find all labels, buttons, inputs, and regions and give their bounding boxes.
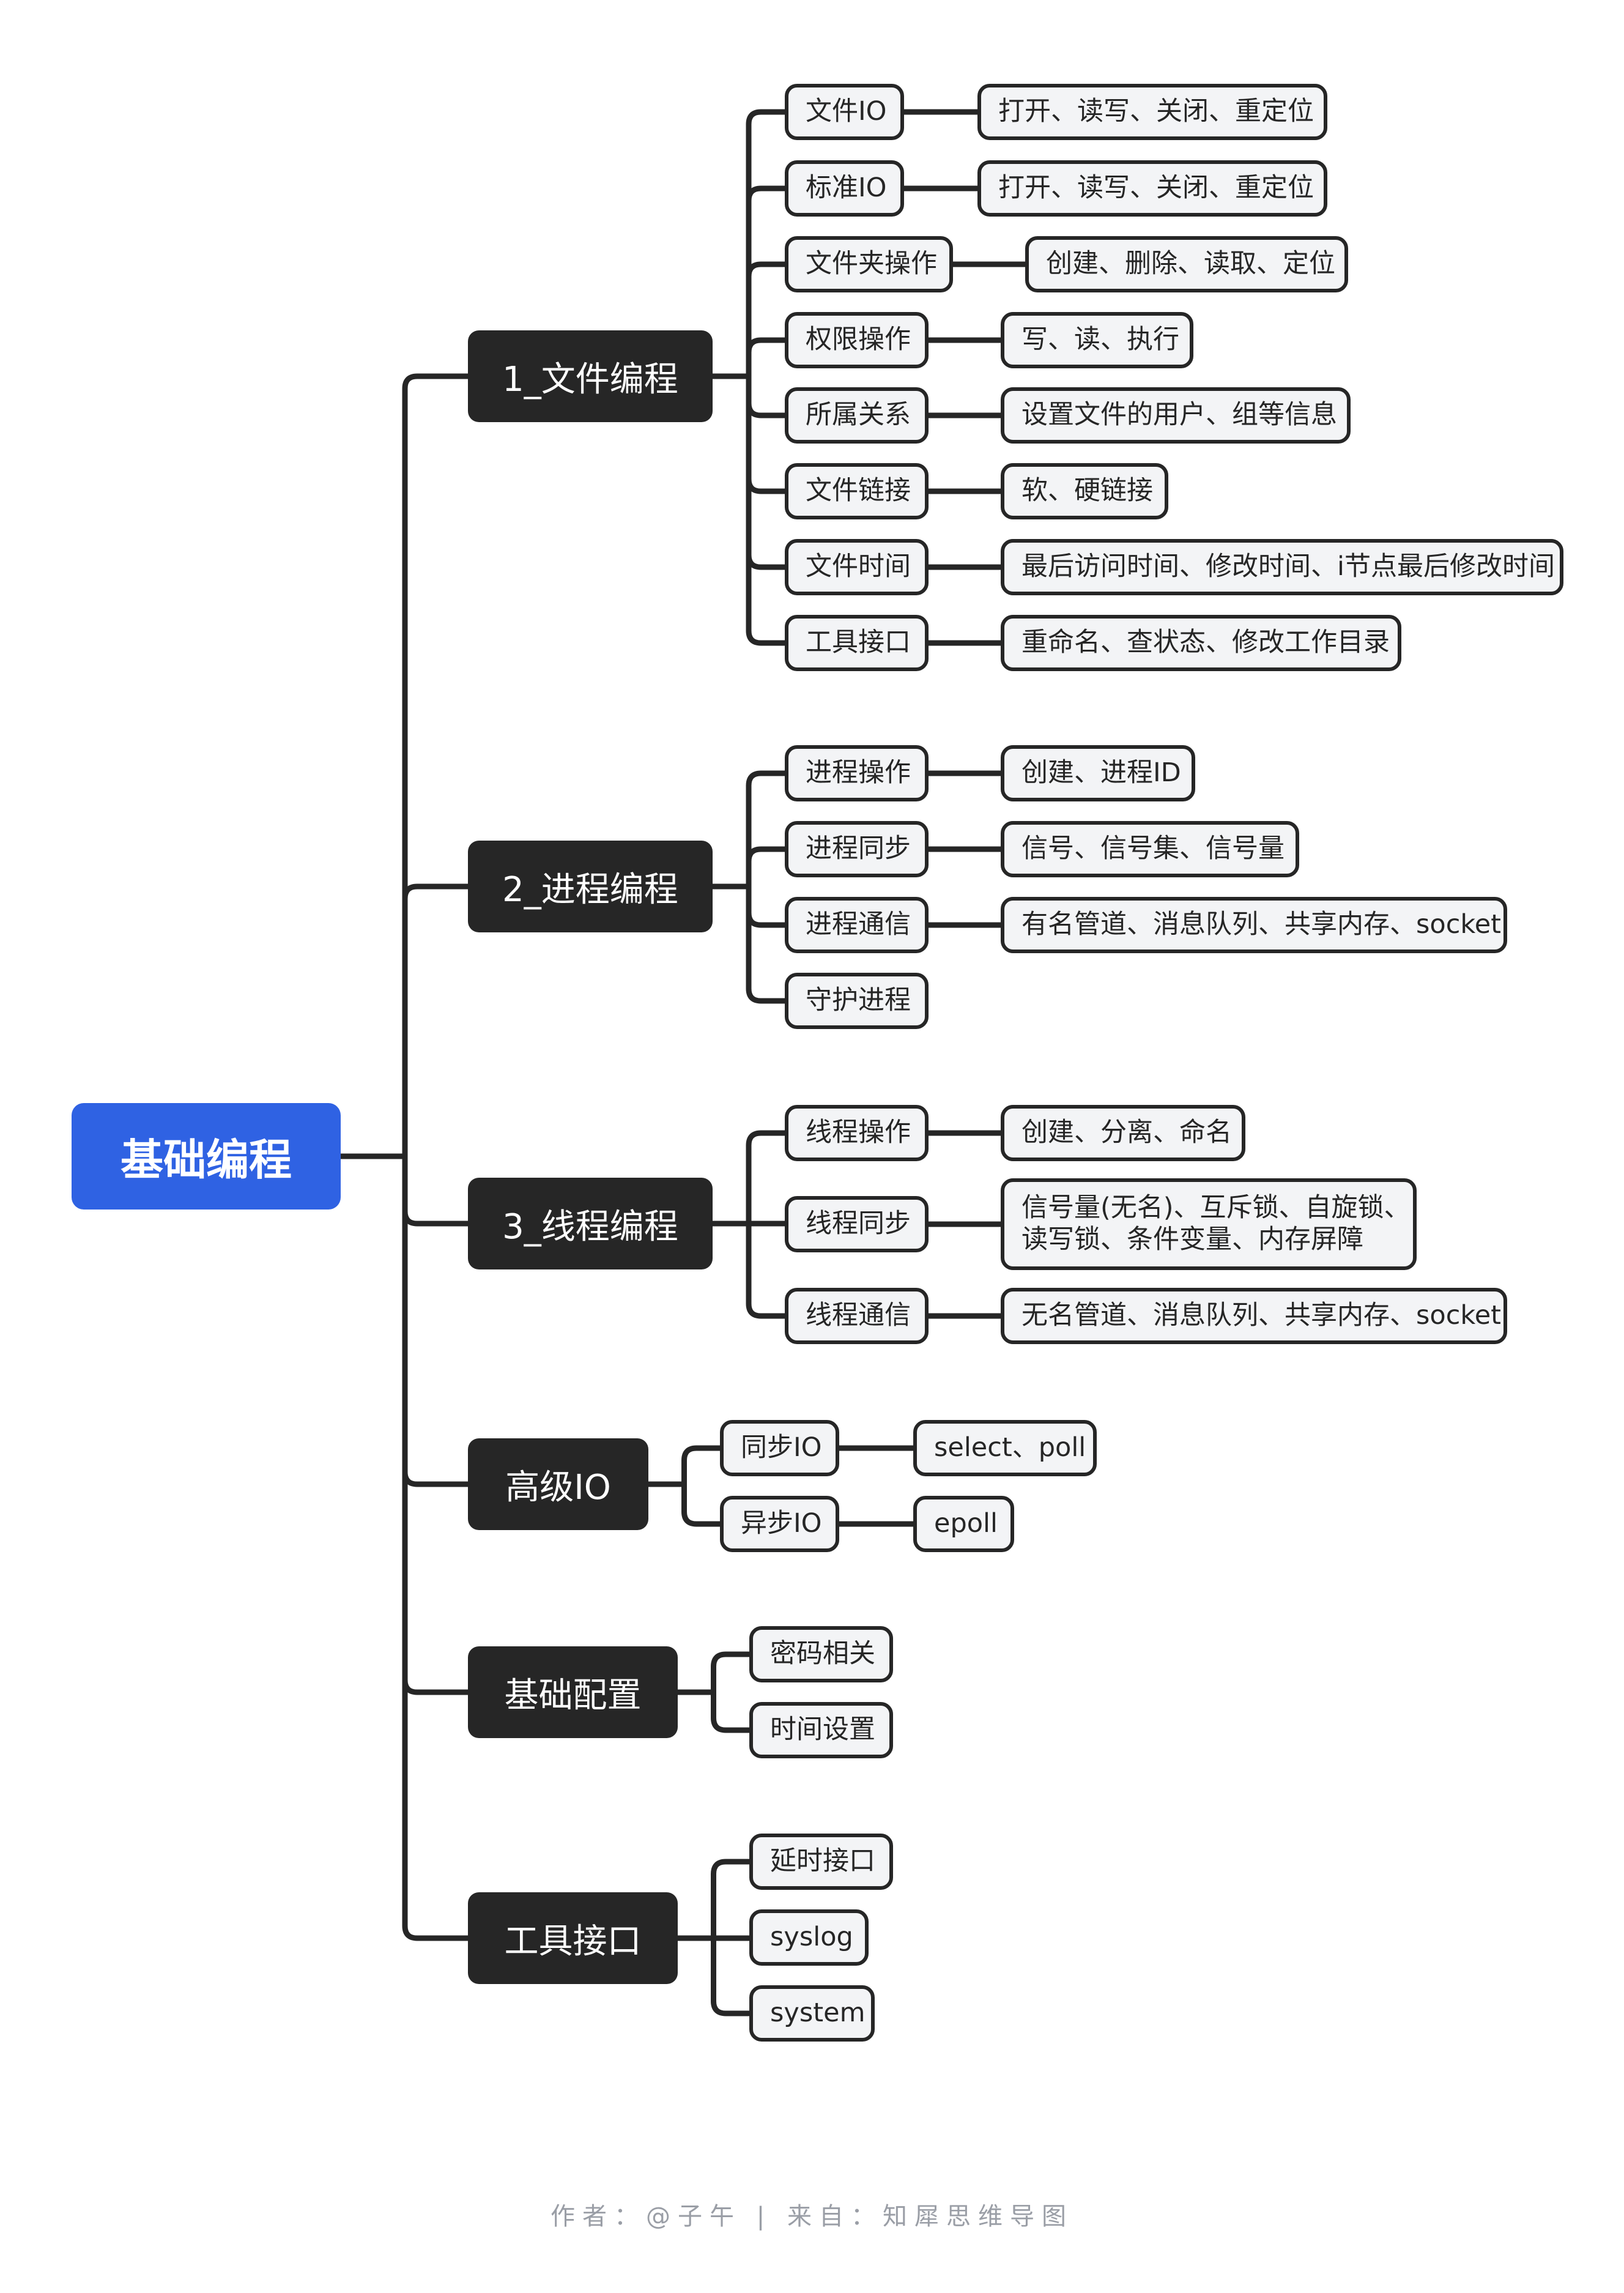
child-node[interactable]: 进程通信 — [785, 897, 929, 953]
detail-node[interactable]: 设置文件的用户、组等信息 — [1001, 387, 1351, 444]
detail-node[interactable]: 创建、删除、读取、定位 — [1025, 236, 1348, 292]
child-node[interactable]: 线程通信 — [785, 1288, 929, 1344]
child-node[interactable]: 标准IO — [785, 160, 904, 217]
branch-child-connector — [645, 1445, 723, 1487]
child-node[interactable]: 文件IO — [785, 84, 904, 140]
child-node[interactable]: 守护进程 — [785, 973, 929, 1029]
child-node[interactable]: 密码相关 — [749, 1626, 893, 1682]
detail-node[interactable]: 创建、进程ID — [1001, 745, 1195, 801]
child-node[interactable]: 异步IO — [720, 1496, 839, 1552]
detail-node[interactable]: 软、硬链接 — [1001, 463, 1168, 519]
branch-child-connector — [675, 1651, 752, 1695]
detail-node[interactable]: epoll — [913, 1496, 1014, 1552]
child-node[interactable]: 进程操作 — [785, 745, 929, 801]
branch-node[interactable]: 3_线程编程 — [468, 1178, 713, 1269]
branch-child-connector — [710, 185, 788, 379]
child-node[interactable]: 线程同步 — [785, 1196, 929, 1252]
branch-child-connector — [645, 1481, 723, 1527]
child-node[interactable]: 同步IO — [720, 1420, 839, 1476]
child-node[interactable]: 文件夹操作 — [785, 236, 953, 292]
branch-child-connector — [710, 770, 788, 890]
branch-child-connector — [710, 261, 788, 379]
child-node[interactable]: 文件链接 — [785, 463, 929, 519]
root-node[interactable]: 基础编程 — [72, 1103, 341, 1210]
branch-child-connector — [675, 1859, 752, 1941]
branch-node[interactable]: 高级IO — [468, 1438, 648, 1530]
branch-node[interactable]: 基础配置 — [468, 1646, 678, 1738]
child-node[interactable]: syslog — [749, 1909, 869, 1966]
root-branch-connector — [338, 883, 471, 1159]
branch-node[interactable]: 工具接口 — [468, 1892, 678, 1984]
root-branch-connector — [338, 373, 471, 1159]
detail-node[interactable]: select、poll — [913, 1420, 1097, 1476]
detail-node[interactable]: 打开、读写、关闭、重定位 — [977, 160, 1327, 217]
detail-node[interactable]: 重命名、查状态、修改工作目录 — [1001, 615, 1401, 671]
detail-node[interactable]: 无名管道、消息队列、共享内存、socket — [1001, 1288, 1507, 1344]
detail-node[interactable]: 最后访问时间、修改时间、i节点最后修改时间 — [1001, 539, 1563, 595]
branch-child-connector — [675, 1689, 752, 1733]
child-node[interactable]: 工具接口 — [785, 615, 929, 671]
root-branch-connector — [338, 1153, 471, 1941]
branch-child-connector — [710, 373, 788, 646]
child-node[interactable]: 所属关系 — [785, 387, 929, 444]
child-node[interactable]: 时间设置 — [749, 1702, 893, 1758]
detail-node[interactable]: 有名管道、消息队列、共享内存、socket — [1001, 897, 1507, 953]
branch-node[interactable]: 1_文件编程 — [468, 330, 713, 422]
branch-child-connector — [710, 1221, 788, 1319]
child-node[interactable]: 进程同步 — [785, 821, 929, 877]
child-node[interactable]: system — [749, 1985, 875, 2042]
detail-node[interactable]: 信号量(无名)、互斥锁、自旋锁、 读写锁、条件变量、内存屏障 — [1001, 1178, 1417, 1270]
child-node[interactable]: 延时接口 — [749, 1834, 893, 1890]
child-node[interactable]: 文件时间 — [785, 539, 929, 595]
branch-child-connector — [710, 883, 788, 1004]
detail-node[interactable]: 信号、信号集、信号量 — [1001, 821, 1299, 877]
branch-child-connector — [710, 1130, 788, 1227]
detail-node[interactable]: 创建、分离、命名 — [1001, 1105, 1245, 1161]
child-node[interactable]: 线程操作 — [785, 1105, 929, 1161]
branch-node[interactable]: 2_进程编程 — [468, 841, 713, 932]
child-node[interactable]: 权限操作 — [785, 312, 929, 368]
detail-node[interactable]: 写、读、执行 — [1001, 312, 1193, 368]
branch-child-connector — [710, 109, 788, 379]
footer-credit: 作者：@子午 | 来自：知犀思维导图 — [551, 2202, 1073, 2231]
branch-child-connector — [710, 337, 788, 379]
detail-node[interactable]: 打开、读写、关闭、重定位 — [977, 84, 1327, 140]
branch-child-connector — [710, 846, 788, 890]
branch-child-connector — [675, 1935, 752, 2016]
